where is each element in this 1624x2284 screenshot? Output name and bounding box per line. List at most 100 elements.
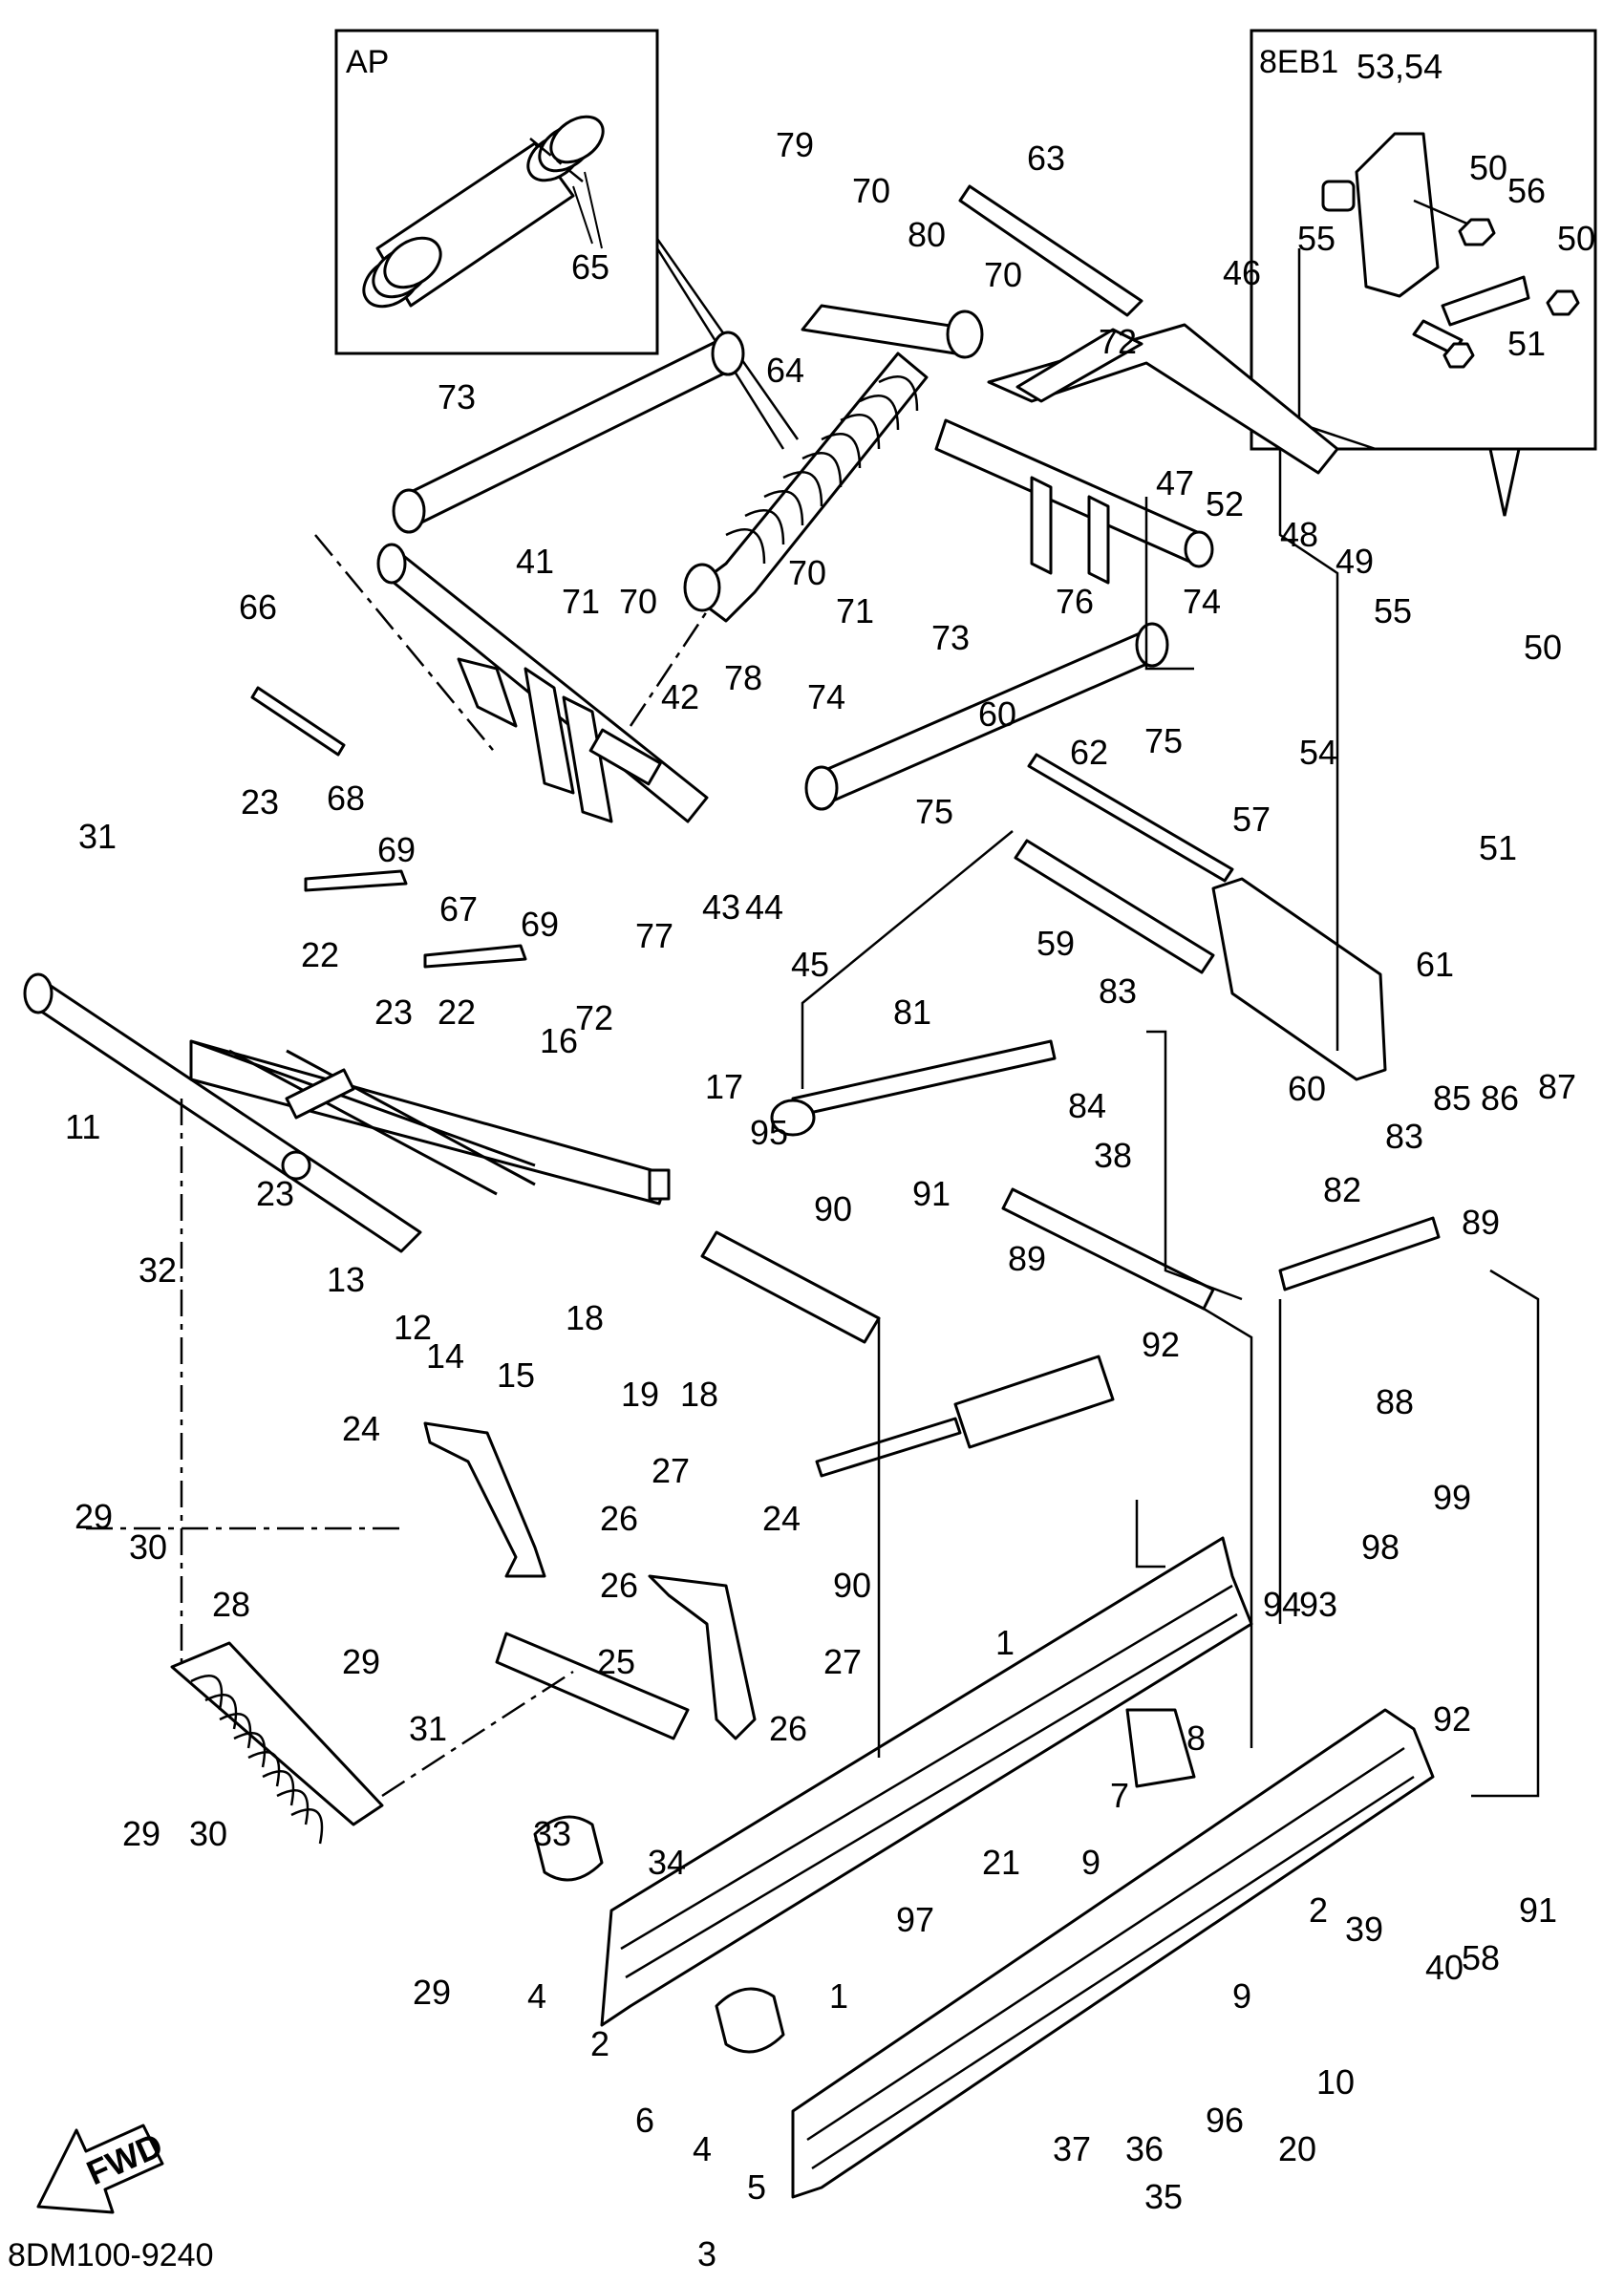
inset-ap-label: AP xyxy=(346,44,389,80)
part-label: 89 xyxy=(1008,1239,1046,1278)
part-label: 51 xyxy=(1479,828,1517,867)
collar-81 xyxy=(770,1099,816,1137)
part-label: 48 xyxy=(1280,515,1318,554)
part-label: 55 xyxy=(1374,591,1412,630)
part-label: 74 xyxy=(1183,582,1221,621)
part-label: 29 xyxy=(413,1973,451,2012)
part-label: 70 xyxy=(619,582,657,621)
part-label: 70 xyxy=(788,553,826,592)
part-label: 20 xyxy=(1278,2129,1316,2168)
part-label: 84 xyxy=(1068,1086,1106,1125)
part-label: 18 xyxy=(566,1298,604,1337)
damper-body xyxy=(953,1355,1115,1449)
part-label: 17 xyxy=(705,1067,743,1106)
part-label: 95 xyxy=(750,1113,788,1152)
slide-4-lower xyxy=(715,1987,785,2054)
part-label: 15 xyxy=(497,1355,535,1395)
part-label: 94 xyxy=(1263,1585,1301,1624)
shaft-95 xyxy=(700,1230,881,1344)
part-label: 18 xyxy=(680,1375,718,1414)
part-label: 90 xyxy=(833,1566,871,1605)
part-label: 69 xyxy=(521,905,559,944)
part-label: 27 xyxy=(652,1451,690,1490)
part-label: 24 xyxy=(762,1499,801,1538)
mount-34 xyxy=(495,1632,690,1740)
part-label: 54 xyxy=(1299,733,1337,772)
part-label: 91 xyxy=(1519,1890,1557,1930)
part-label: 93 xyxy=(1299,1585,1337,1624)
shaft-82 xyxy=(1278,1216,1441,1291)
part-label: 64 xyxy=(766,351,804,390)
part-label: 6 xyxy=(635,2101,654,2140)
part-label: 73 xyxy=(438,377,476,416)
part-label: 32 xyxy=(139,1250,177,1290)
part-label: 49 xyxy=(1336,542,1374,581)
part-label: 23 xyxy=(256,1174,294,1213)
inset-ap: AP xyxy=(334,29,659,355)
part-label: 12 xyxy=(394,1308,432,1347)
bolt-62 xyxy=(1027,753,1234,883)
part-label: 67 xyxy=(439,889,478,929)
bracket-24-lower xyxy=(648,1574,757,1740)
part-label: 92 xyxy=(1433,1699,1471,1739)
rear-arm-46 xyxy=(934,323,1339,585)
part-label: 88 xyxy=(1376,1382,1414,1421)
part-label: 60 xyxy=(978,694,1016,734)
part-label: 97 xyxy=(896,1900,934,1939)
part-label: 65 xyxy=(571,247,609,287)
part-label: 28 xyxy=(212,1585,250,1624)
part-label: 71 xyxy=(562,582,600,621)
part-label: 14 xyxy=(426,1336,464,1376)
rear-shock-28 xyxy=(170,1641,384,1845)
part-label: 58 xyxy=(1462,1938,1500,1977)
inset-8eb1-label: 8EB1 xyxy=(1259,44,1338,80)
shaft-81 xyxy=(791,1039,1057,1118)
part-label: 16 xyxy=(540,1021,578,1060)
part-label: 26 xyxy=(600,1566,638,1605)
bracket-24-upper xyxy=(423,1421,546,1578)
part-label: 30 xyxy=(189,1814,227,1853)
assembly-line-4 xyxy=(381,1670,574,1798)
part-label: 47 xyxy=(1156,463,1194,502)
part-label: 83 xyxy=(1385,1117,1423,1156)
rod-22-upper xyxy=(304,869,408,892)
part-label: 53,54 xyxy=(1357,47,1442,86)
bolt-66 xyxy=(250,686,346,757)
part-label: 11 xyxy=(65,1107,100,1146)
part-label: 78 xyxy=(724,658,762,697)
part-label: 74 xyxy=(807,677,845,716)
part-label: 34 xyxy=(648,1843,686,1882)
part-label: 37 xyxy=(1053,2129,1091,2168)
part-label: 68 xyxy=(327,779,365,818)
part-label: 25 xyxy=(597,1642,635,1681)
part-label: 26 xyxy=(600,1499,638,1538)
part-label: 1 xyxy=(995,1623,1015,1662)
part-label: 13 xyxy=(327,1260,365,1299)
part-label: 75 xyxy=(1144,721,1183,760)
part-label: 19 xyxy=(621,1375,659,1414)
part-label: 79 xyxy=(776,125,814,164)
rod-22-lower xyxy=(423,944,527,969)
part-label: 62 xyxy=(1070,733,1108,772)
part-label: 77 xyxy=(635,916,673,955)
part-label: 36 xyxy=(1125,2129,1164,2168)
rail-right xyxy=(791,1708,1435,2199)
link-73-lower xyxy=(804,622,1169,811)
part-label: 24 xyxy=(342,1409,380,1448)
part-label: 44 xyxy=(745,887,783,927)
part-label: 22 xyxy=(301,935,339,974)
front-arm-11 xyxy=(23,972,671,1253)
part-label: 60 xyxy=(1288,1069,1326,1108)
part-label: 40 xyxy=(1425,1948,1464,1987)
bracket-57 xyxy=(1211,877,1387,1081)
part-label: 33 xyxy=(533,1814,571,1853)
part-label: 3 xyxy=(697,2234,716,2273)
part-label: 87 xyxy=(1538,1067,1576,1106)
front-arm-41 xyxy=(376,543,709,823)
part-label: 98 xyxy=(1361,1527,1400,1567)
part-label: 2 xyxy=(1309,1890,1328,1930)
part-label: 39 xyxy=(1345,1910,1383,1949)
inset-8eb1: 8EB1 xyxy=(1250,29,1597,517)
slide-4-upper xyxy=(533,1815,604,1882)
